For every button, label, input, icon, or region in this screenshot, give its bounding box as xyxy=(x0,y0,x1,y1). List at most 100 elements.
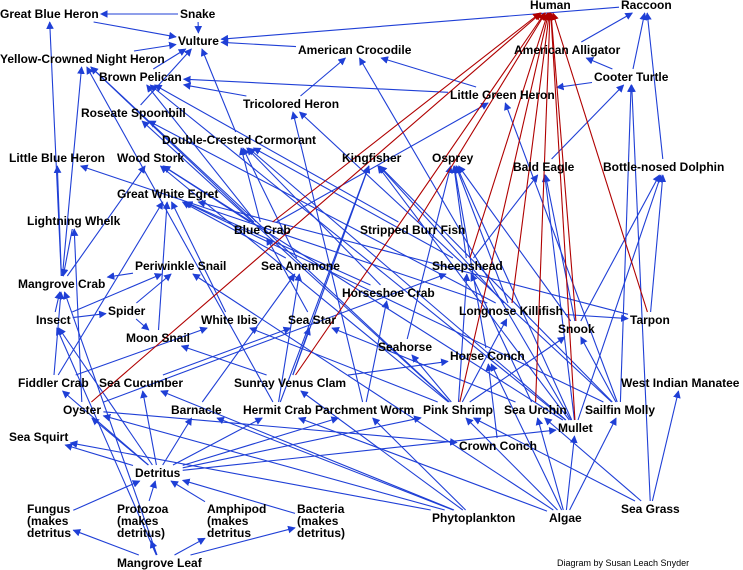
energy-arrow-snook-to-bottle-nosed-dolphin xyxy=(580,174,660,322)
human-arrow-stripped-burr-fish-to-human xyxy=(417,12,546,223)
energy-arrow-pink-shrimp-to-white-ibis xyxy=(249,326,438,403)
energy-arrow-hermit-crab-to-sea-anemone xyxy=(278,273,302,403)
node-human: Human xyxy=(530,0,571,12)
energy-arrow-sailfin-molly-to-snook xyxy=(580,336,617,403)
energy-arrow-mullet-to-bottle-nosed-dolphin xyxy=(577,174,663,421)
node-little-green-heron: Little Green Heron xyxy=(450,88,555,102)
energy-arrow-sea-grass-to-pink-shrimp xyxy=(472,417,636,502)
energy-arrow-spider-to-periwinkle-snail xyxy=(136,273,172,304)
energy-arrow-longnose-killifish-to-little-blue-heron xyxy=(79,164,488,304)
node-osprey: Osprey xyxy=(432,151,474,165)
node-snook: Snook xyxy=(558,322,595,336)
node-white-ibis: White Ibis xyxy=(201,313,258,327)
energy-arrow-cooter-turtle-to-little-green-heron xyxy=(555,81,593,91)
node-insect: Insect xyxy=(36,313,71,327)
node-sea-urchin: Sea Urchin xyxy=(504,403,567,417)
energy-arrow-algae-to-mullet xyxy=(565,435,578,511)
energy-arrow-fungus-to-detritus xyxy=(73,480,141,511)
node-hermit-crab: Hermit Crab xyxy=(243,403,312,417)
node-tarpon: Tarpon xyxy=(630,313,670,327)
energy-arrow-sailfin-molly-to-kingfisher xyxy=(379,165,613,403)
energy-arrow-pink-shrimp-to-wood-stork xyxy=(159,165,449,403)
energy-arrow-horseshoe-crab-to-great-white-egret xyxy=(184,201,371,286)
node-sea-cucumber: Sea Cucumber xyxy=(99,376,183,390)
energy-arrow-snook-to-bald-eagle xyxy=(543,174,576,322)
energy-arrow-fiddler-crab-to-great-white-egret xyxy=(57,201,164,376)
node-horse-conch: Horse Conch xyxy=(450,349,525,363)
energy-arrow-american-crocodile-to-vulture xyxy=(220,38,297,48)
node-double-crested-cormorant: Double-Crested Cormorant xyxy=(162,133,316,147)
energy-arrow-phytoplankton-to-oyster xyxy=(102,413,445,511)
node-vulture: Vulture xyxy=(178,34,219,48)
energy-arrow-barnacle-to-sea-anemone xyxy=(201,273,296,403)
energy-arrow-tricolored-heron-to-brown-pelican xyxy=(182,82,247,97)
node-stripped-burr-fish: Stripped Burr Fish xyxy=(360,223,465,237)
node-phytoplankton: Phytoplankton xyxy=(432,511,515,525)
energy-arrow-bacteria-to-detritus xyxy=(181,478,296,514)
energy-arrow-phytoplankton-to-sea-squirt xyxy=(69,440,431,511)
energy-arrow-mangrove-leaf-to-insect xyxy=(56,327,157,556)
energy-arrow-periwinkle-snail-to-mangrove-crab xyxy=(106,272,134,280)
energy-arrow-tricolored-heron-to-american-crocodile xyxy=(300,57,346,97)
node-oyster: Oyster xyxy=(63,403,101,417)
node-brown-pelican: Brown Pelican xyxy=(99,70,182,84)
energy-arrow-algae-to-hermit-crab xyxy=(297,416,548,512)
energy-arrow-parchment-worm-to-horseshoe-crab xyxy=(365,300,390,403)
energy-arrow-snook-to-osprey xyxy=(458,165,572,322)
energy-arrow-blue-crab-to-brown-pelican xyxy=(146,84,257,223)
energy-arrow-tarpon-to-bottle-nosed-dolphin xyxy=(650,174,667,313)
node-seahorse: Seahorse xyxy=(378,340,432,354)
human-arrow-mullet-to-human xyxy=(547,12,576,421)
node-great-white-egret: Great White Egret xyxy=(117,187,218,201)
energy-arrow-bottle-nosed-dolphin-to-raccoon xyxy=(644,12,664,160)
energy-arrow-algae-to-pink-shrimp xyxy=(465,417,558,511)
energy-arrow-insect-to-periwinkle-snail xyxy=(71,273,163,313)
energy-arrow-yellow-crowned-night-heron-to-vulture xyxy=(133,41,177,52)
node-little-blue-heron: Little Blue Heron xyxy=(9,151,105,165)
energy-arrow-mangrove-crab-to-great-blue-heron xyxy=(46,21,62,277)
node-blue-crab: Blue Crab xyxy=(234,223,291,237)
node-great-blue-heron: Great Blue Heron xyxy=(0,7,99,21)
human-arrow-oyster-to-human xyxy=(91,12,542,403)
node-mullet: Mullet xyxy=(558,421,593,435)
node-periwinkle-snail: Periwinkle Snail xyxy=(135,259,226,273)
node-bottle-nosed-dolphin: Bottle-nosed Dolphin xyxy=(603,160,724,174)
energy-arrow-oyster-to-lightning-whelk xyxy=(70,228,83,403)
node-fiddler-crab: Fiddler Crab xyxy=(18,376,89,390)
node-horseshoe-crab: Horseshoe Crab xyxy=(342,286,435,300)
node-parchment-worm: Parchment Worm xyxy=(315,403,414,417)
energy-arrow-mangrove-leaf-to-mangrove-crab xyxy=(63,291,158,556)
node-detritus: Detritus xyxy=(135,466,181,480)
energy-arrow-phytoplankton-to-sunray-venus-clam xyxy=(300,390,464,511)
human-arrow-tarpon-to-human xyxy=(551,12,648,313)
energy-arrow-spider-to-moon-snail xyxy=(135,318,150,331)
human-arrow-sheepshead-to-human xyxy=(469,12,550,259)
node-moon-snail: Moon Snail xyxy=(126,331,190,345)
energy-arrow-algae-to-sailfin-molly xyxy=(569,417,617,511)
human-arrow-sunray-venus-clam-to-human xyxy=(295,12,546,376)
energy-arrow-sea-star-to-blue-crab xyxy=(266,237,309,313)
energy-arrow-white-ibis-to-great-white-egret xyxy=(171,201,227,313)
node-raccoon: Raccoon xyxy=(621,0,672,12)
energy-arrow-oyster-to-crown-conch xyxy=(103,411,458,446)
node-tricolored-heron: Tricolored Heron xyxy=(243,97,339,111)
energy-arrow-detritus-to-parchment-worm xyxy=(182,416,340,466)
node-spider: Spider xyxy=(108,304,146,318)
node-longnose-killifish: Longnose Killifish xyxy=(459,304,563,318)
energy-arrow-mullet-to-double-crested-cormorant xyxy=(247,147,567,421)
energy-arrow-phytoplankton-to-barnacle xyxy=(216,416,454,511)
energy-arrow-seahorse-to-osprey xyxy=(406,165,453,340)
energy-arrow-pink-shrimp-to-snook xyxy=(469,336,566,403)
node-west-indian-manatee: West Indian Manatee xyxy=(621,376,740,390)
energy-arrow-roseate-spoonbill-to-vulture xyxy=(140,48,192,106)
node-american-crocodile: American Crocodile xyxy=(298,43,412,57)
energy-arrow-sheepshead-to-osprey xyxy=(451,165,467,259)
energy-arrow-mangrove-leaf-to-bacteria xyxy=(190,525,296,556)
energy-arrow-detritus-to-mullet xyxy=(182,427,557,471)
